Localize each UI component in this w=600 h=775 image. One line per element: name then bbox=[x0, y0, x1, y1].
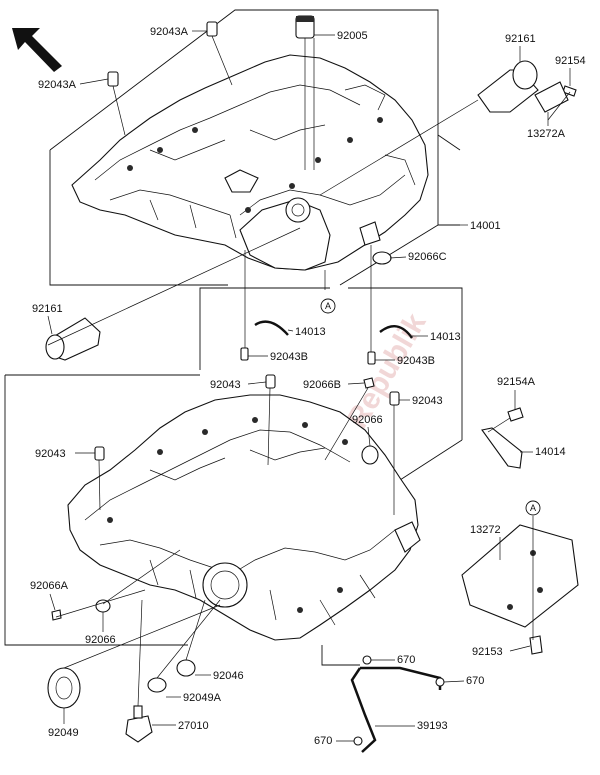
label-92046: 92046 bbox=[213, 670, 244, 682]
label-27010: 27010 bbox=[178, 720, 209, 732]
label-14014: 14014 bbox=[535, 446, 566, 458]
ref-marker-a-upper: A bbox=[320, 298, 336, 314]
parts-upper bbox=[45, 15, 577, 365]
label-92066B: 92066B bbox=[303, 379, 341, 391]
label-92066: 92066 bbox=[352, 414, 383, 426]
label-stubs bbox=[47, 30, 571, 742]
label-670-c: 670 bbox=[314, 735, 332, 747]
label-92049A: 92049A bbox=[183, 692, 222, 704]
label-92043-c: 92043 bbox=[35, 448, 66, 460]
lower-crankcase bbox=[67, 394, 421, 641]
label-92154: 92154 bbox=[555, 55, 586, 67]
label-670-a: 670 bbox=[397, 654, 415, 666]
label-92043-a: 92043 bbox=[210, 379, 241, 391]
label-92043B-b: 92043B bbox=[397, 355, 435, 367]
label-14013-a: 14013 bbox=[295, 326, 326, 338]
ref-marker-a-lower: A bbox=[525, 500, 541, 516]
label-92161-left: 92161 bbox=[32, 303, 63, 315]
label-92043A-left: 92043A bbox=[38, 79, 77, 91]
svg-text:A: A bbox=[325, 301, 331, 311]
label-92066A: 92066A bbox=[30, 580, 69, 592]
label-14013-b: 14013 bbox=[430, 331, 461, 343]
front-arrow-icon bbox=[12, 28, 62, 72]
part-labels: 92043A 92005 92161 92154 92043A 13272A 1… bbox=[30, 26, 586, 747]
upper-crankcase bbox=[71, 54, 429, 271]
label-92043-b: 92043 bbox=[412, 395, 443, 407]
label-13272: 13272 bbox=[470, 524, 501, 536]
label-92005: 92005 bbox=[337, 30, 368, 42]
label-92161-top: 92161 bbox=[505, 33, 536, 45]
leader-lines bbox=[47, 35, 571, 707]
label-92043B-a: 92043B bbox=[270, 351, 308, 363]
label-92066-lower: 92066 bbox=[85, 634, 116, 646]
label-92154A: 92154A bbox=[497, 376, 536, 388]
label-39193: 39193 bbox=[417, 720, 448, 732]
label-92049: 92049 bbox=[48, 727, 79, 739]
label-13272A: 13272A bbox=[527, 128, 566, 140]
label-670-b: 670 bbox=[466, 675, 484, 687]
label-92043A-top: 92043A bbox=[150, 26, 189, 38]
label-92066C: 92066C bbox=[408, 251, 447, 263]
label-14001: 14001 bbox=[470, 220, 501, 232]
label-92153: 92153 bbox=[472, 646, 503, 658]
lower-case-frame bbox=[4, 370, 463, 666]
parts-lower bbox=[47, 374, 579, 753]
svg-text:A: A bbox=[530, 503, 536, 513]
